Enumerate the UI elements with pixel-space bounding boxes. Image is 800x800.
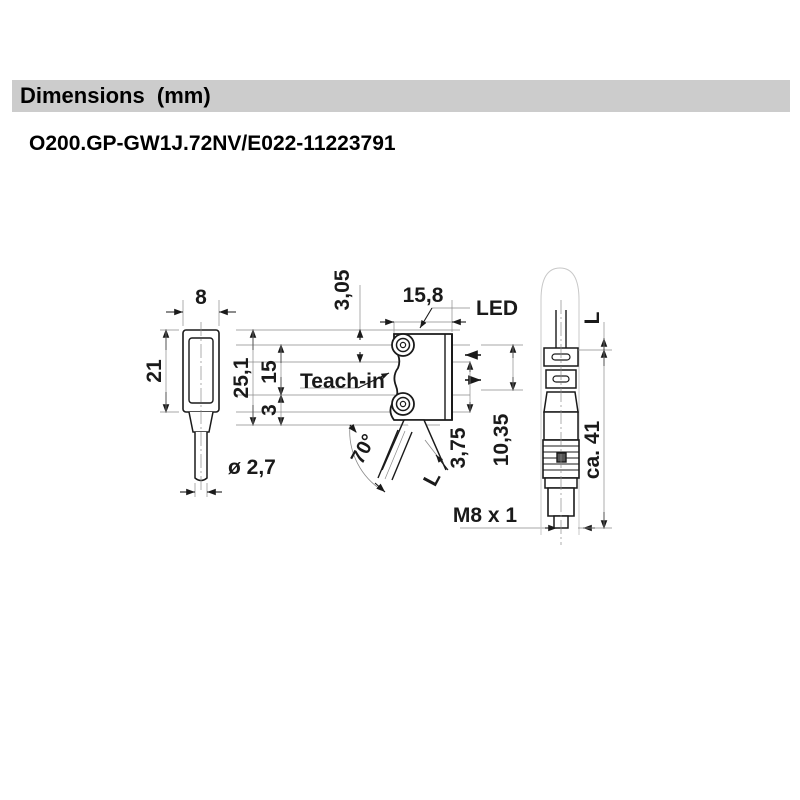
phantom-outline: [540, 267, 580, 535]
connector-key-marker: [556, 452, 567, 463]
annotation-teach-in: Teach-in: [300, 370, 385, 393]
dim-label-thread: M8 x 1: [453, 504, 518, 527]
dim-label-width: 8: [195, 286, 207, 309]
leader-teachin-arrow: [357, 372, 390, 389]
dim-label-lower-offset: 3: [258, 404, 281, 416]
angle-arrow-2: [374, 482, 386, 493]
annotation-led: LED: [476, 297, 518, 320]
optic-upper-inner: [399, 341, 407, 349]
angle-arrow-1: [348, 424, 357, 433]
leader-led-arrow: [419, 307, 433, 329]
section-title-bar: [12, 80, 790, 112]
part-number: O200.GP-GW1J.72NV/E022-11223791: [29, 132, 396, 155]
dim-label-connector-L: L: [581, 311, 604, 324]
side-view: 25,1 15 3 3,05: [230, 269, 595, 532]
front-view: 8 21 ø 2,7: [143, 286, 276, 497]
leader-L-arrow: [435, 454, 449, 471]
cable-edge-left: [377, 429, 399, 479]
optic-lower-inner: [399, 400, 407, 408]
connector-view: L ca. 41: [540, 267, 612, 545]
dim-label-beam-offset: 3,75: [447, 427, 470, 468]
dim-label-connector-length: ca. 41: [581, 420, 604, 479]
dim-label-top-offset: 3,05: [331, 269, 354, 310]
dim-label-cable-diameter: ø 2,7: [228, 456, 276, 479]
dim-label-cable-angle: 70°: [347, 431, 381, 468]
cable-gland-side-left: [381, 419, 405, 471]
cable-gland-side: [404, 419, 447, 471]
dim-label-cable-length: L: [419, 468, 445, 490]
cable-edge-right: [391, 431, 413, 481]
dim-label-optics-spacing: 15: [258, 360, 281, 384]
dim-label-total-height: 25,1: [230, 357, 253, 398]
page-title: Dimensions (mm): [20, 83, 211, 108]
dim-label-depth: 15,8: [403, 284, 444, 307]
dim-label-beam-height: 10,35: [490, 413, 513, 466]
dim-label-height: 21: [143, 359, 166, 383]
cable-centerline: [384, 430, 406, 480]
